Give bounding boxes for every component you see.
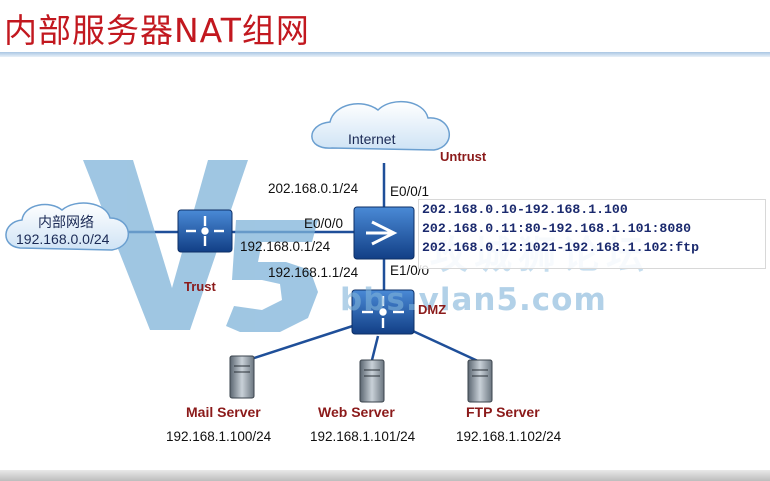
trust-port-label: E0/0/0 [304, 216, 344, 231]
firewall-icon [353, 206, 415, 260]
ftp-server-name: FTP Server [466, 404, 540, 420]
untrust-port-label: E0/0/1 [390, 184, 430, 199]
cloud-internal-name: 内部网络 [38, 214, 94, 230]
untrust-ip-label: 202.168.0.1/24 [268, 181, 359, 196]
mail-server-name: Mail Server [186, 404, 261, 420]
mail-server-ip: 192.168.1.100/24 [166, 429, 272, 444]
slide-footer-bar [0, 470, 770, 481]
link-dmz-ftp [401, 324, 481, 364]
zone-dmz-label: DMZ [418, 302, 447, 317]
nat-mapping-row: 202.168.0.10-192.168.1.100 [422, 202, 628, 217]
link-dmz-web [370, 335, 380, 361]
cloud-internal-shape [5, 202, 130, 251]
nat-mapping-row: 202.168.0.12:1021-192.168.1.102:ftp [422, 240, 699, 255]
watermark-url-text: bbs.vlan5.com [340, 282, 607, 318]
title-underline [0, 52, 770, 57]
web-server-name: Web Server [318, 404, 395, 420]
watermark-logo [83, 160, 318, 332]
nat-mapping-row: 202.168.0.11:80-192.168.1.101:8080 [422, 221, 692, 236]
cloud-internet-shape [311, 100, 451, 151]
nat-mapping-table: 202.168.0.10-192.168.1.100 202.168.0.11:… [418, 199, 766, 269]
ftp-server-ip: 192.168.1.102/24 [456, 429, 562, 444]
dmz-switch-icon [351, 289, 415, 335]
web-server-ip: 192.168.1.101/24 [310, 429, 416, 444]
ftp-server-icon [467, 359, 493, 403]
page-title: 内部服务器NAT组网 [4, 11, 310, 50]
link-dmz-mail [247, 320, 366, 362]
dmz-ip-label: 192.168.1.1/24 [268, 265, 359, 280]
web-server-icon [359, 359, 385, 403]
cloud-internal-subnet: 192.168.0.0/24 [16, 231, 110, 247]
mail-server-icon [229, 355, 255, 399]
zone-trust-label: Trust [184, 279, 216, 294]
trust-switch-icon [177, 209, 233, 253]
zone-untrust-label: Untrust [440, 149, 487, 164]
trust-ip-label: 192.168.0.1/24 [240, 239, 331, 254]
cloud-internet-label: Internet [348, 131, 396, 147]
